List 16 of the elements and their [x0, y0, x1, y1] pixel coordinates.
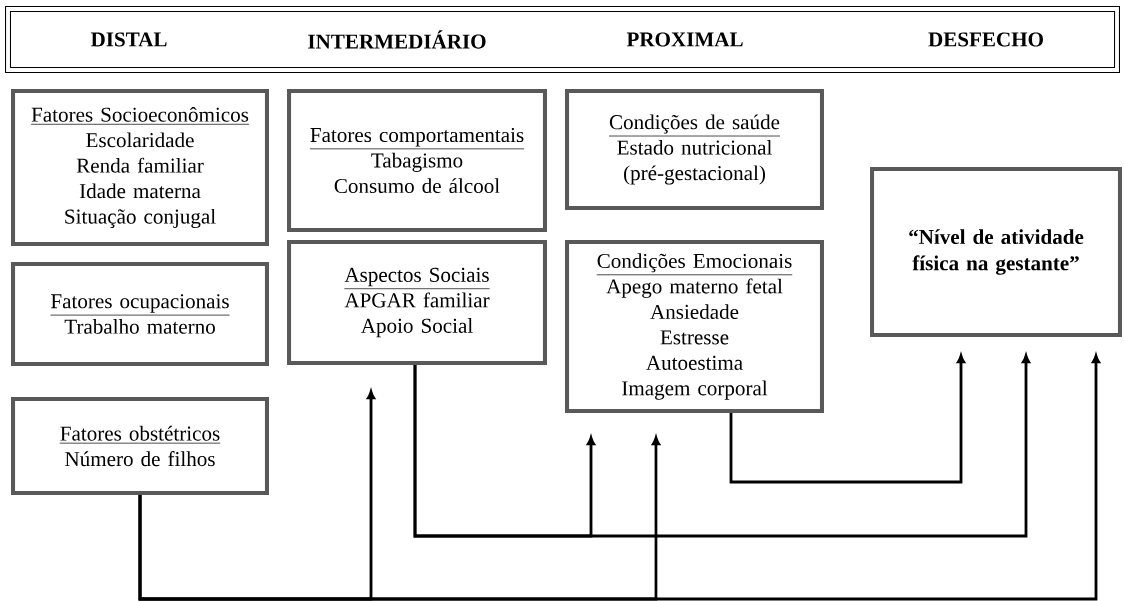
column-heading: DESFECHO: [928, 32, 1043, 47]
factor-box: Fatores Socioeconômicos Escolaridade Renda familiar Idade materna Situação conjugal: [11, 89, 269, 246]
column-heading: INTERMEDIÁRIO: [308, 30, 486, 49]
column-heading: PROXIMAL: [626, 32, 743, 47]
factor-box: Fatores ocupacionais Trabalho materno: [11, 262, 269, 366]
arrow: [729, 354, 966, 484]
arrow: [138, 354, 1101, 601]
arrow: [413, 354, 1031, 538]
factor-box: Aspectos Sociais APGAR familiar Apoio Social: [287, 240, 547, 365]
factor-box: Condições Emocionais Apego materno fetal Ansiedade Estresse Autoestima Imagem corporal: [565, 240, 824, 413]
outcome-box: “Nível de atividade física na gestante”: [870, 167, 1122, 337]
header-band: [5, 6, 1120, 73]
factor-box: Fatores obstétricos Número de filhos: [11, 397, 269, 495]
column-heading: DISTAL: [90, 32, 167, 47]
factor-box: Fatores comportamentais Tabagismo Consumo de álcool: [287, 89, 547, 232]
factor-box: Condições de saúde Estado nutricional (pré-gestacional): [565, 89, 824, 210]
